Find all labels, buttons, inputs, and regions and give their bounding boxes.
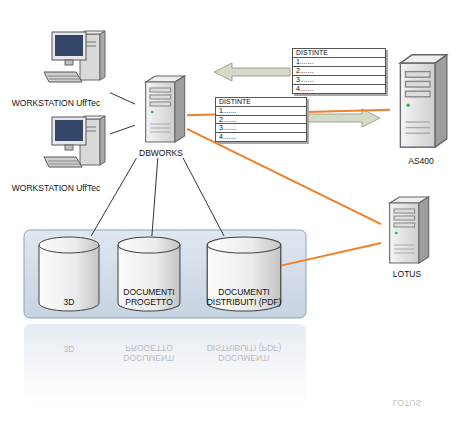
server-icon bbox=[381, 195, 433, 265]
data-table: DISTINTE1.......2.......3.......4....... bbox=[292, 48, 386, 94]
database-cylinder: DOCUMENTI DISTRIBUITI (PDF) bbox=[206, 236, 282, 312]
table-row: 2....... bbox=[216, 116, 306, 125]
table-header: DISTINTE bbox=[216, 98, 306, 107]
node-label: WORKSTATION UffTec bbox=[0, 183, 130, 193]
table-row: 4....... bbox=[216, 133, 306, 141]
workstation-node: WORKSTATION UffTec bbox=[2, 113, 110, 193]
server-node: LOTUS bbox=[381, 195, 433, 279]
panel-reflection bbox=[24, 324, 306, 404]
connector-line bbox=[152, 158, 158, 236]
connector-line bbox=[110, 93, 135, 104]
database-cylinder: DOCUMENTI PROGETTO bbox=[117, 236, 181, 312]
reflection-text: DOCUMENTI PROGETTO bbox=[112, 343, 186, 363]
table-row: 4....... bbox=[293, 85, 385, 93]
table-row: 2....... bbox=[293, 67, 385, 76]
node-label: DOCUMENTI PROGETTO bbox=[111, 287, 187, 307]
table-row: 1....... bbox=[216, 107, 306, 116]
server-node: DBWORKS bbox=[135, 74, 187, 158]
reflection-text: DOCUMENTI DISTRIBUITI (PDF) bbox=[198, 343, 290, 363]
node-label: LOTUS bbox=[361, 269, 453, 279]
data-table: DISTINTE1.......2.......3.......4....... bbox=[215, 97, 307, 142]
table-row: 1....... bbox=[293, 58, 385, 67]
reflection-text: LOTUS bbox=[381, 398, 433, 408]
table-row: 3....... bbox=[293, 76, 385, 85]
connector-line bbox=[183, 158, 224, 236]
workstation-icon bbox=[21, 113, 129, 175]
server-node: AS400 bbox=[390, 52, 452, 166]
node-label: DBWORKS bbox=[115, 148, 207, 158]
node-label: 3D bbox=[32, 297, 106, 307]
server-icon bbox=[137, 74, 189, 144]
node-label: DOCUMENTI DISTRIBUITI (PDF) bbox=[200, 287, 288, 307]
storage-panel bbox=[24, 230, 306, 318]
table-header: DISTINTE bbox=[293, 49, 385, 58]
database-cylinder: 3D bbox=[38, 236, 100, 312]
connector-line bbox=[187, 129, 381, 224]
node-label: AS400 bbox=[370, 156, 469, 166]
server-icon bbox=[390, 52, 452, 150]
connector-line bbox=[282, 243, 381, 265]
node-label: WORKSTATION UffTec bbox=[0, 98, 130, 108]
workstation-icon bbox=[21, 28, 129, 90]
connector-line bbox=[110, 125, 135, 134]
reflection-text: 3D bbox=[38, 344, 100, 354]
arrow-left bbox=[214, 63, 290, 81]
connector-line bbox=[91, 158, 136, 236]
table-row: 3....... bbox=[216, 124, 306, 133]
workstation-node: WORKSTATION UffTec bbox=[2, 28, 110, 108]
